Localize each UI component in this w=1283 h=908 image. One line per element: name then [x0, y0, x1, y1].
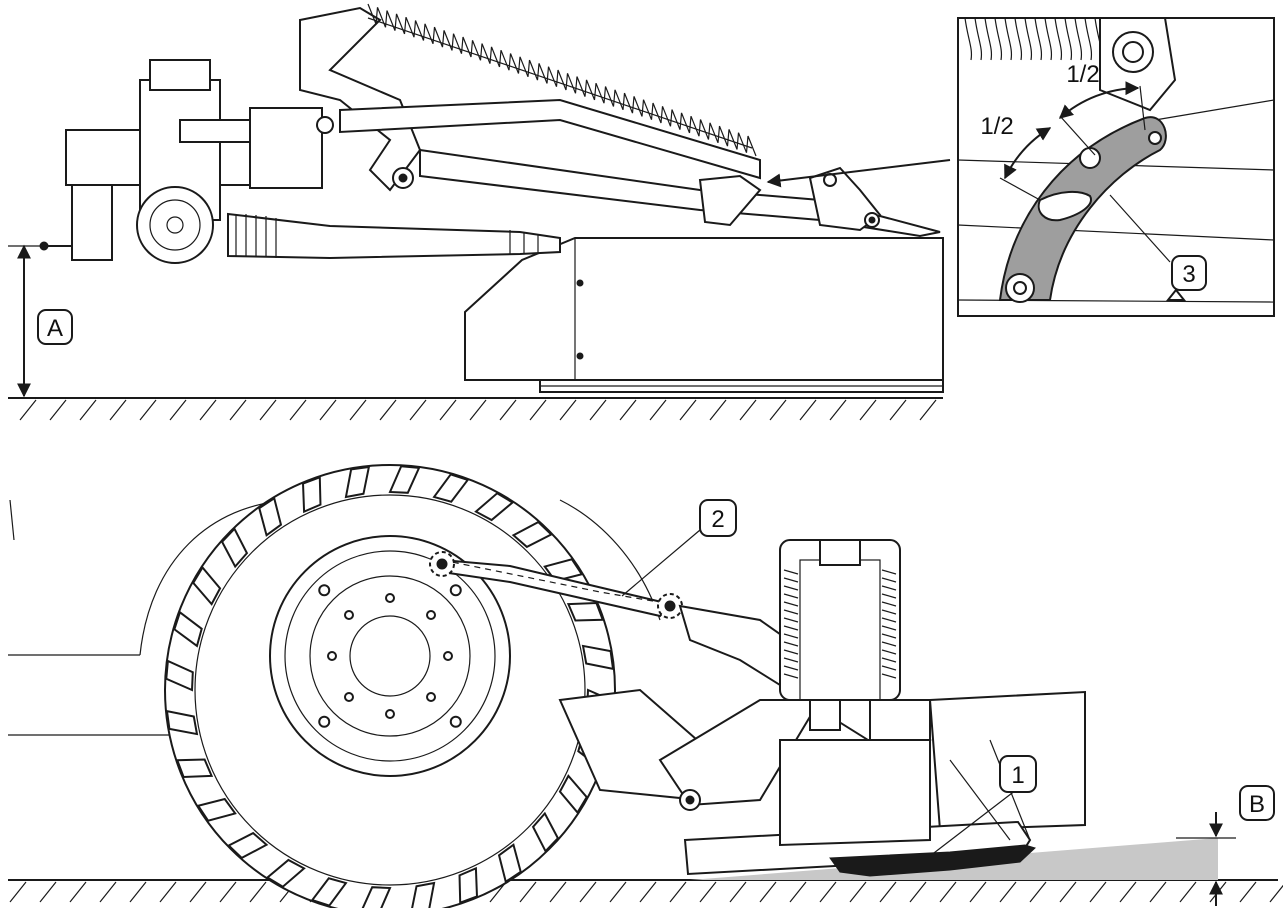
- top-link: [429, 529, 701, 619]
- ground-line-bottom: [8, 879, 1283, 903]
- callout-1: 1: [999, 755, 1037, 793]
- tension-spring: [367, 3, 757, 157]
- mower-headstock: [558, 539, 932, 811]
- callout-2: 2: [699, 499, 737, 537]
- detail-pointer: [766, 159, 951, 188]
- drive-shaft: [227, 212, 561, 260]
- svg-text:3: 3: [1182, 261, 1195, 288]
- lift-arm: [299, 6, 761, 192]
- callout-3: 3: [1171, 255, 1207, 291]
- skid-shoe: [829, 789, 1036, 877]
- svg-text:B: B: [1249, 791, 1265, 818]
- svg-text:2: 2: [711, 506, 724, 533]
- rear-linkage: [419, 148, 941, 238]
- callout-a: A: [37, 309, 73, 345]
- bottom-view: 2: [8, 464, 1283, 908]
- cutter-housing: [683, 690, 1086, 876]
- tractor-wheel: [164, 464, 616, 908]
- mower-body: [464, 237, 944, 393]
- dimension-b: [1176, 812, 1236, 906]
- svg-text:A: A: [47, 315, 63, 342]
- svg-text:1: 1: [1011, 762, 1024, 789]
- detail-inset: 1/2 1/2 3: [957, 17, 1275, 317]
- label-half-upper: 1/2: [1066, 61, 1099, 88]
- label-half-lower: 1/2: [980, 113, 1013, 140]
- top-view: A: [8, 3, 1275, 421]
- callout-b: B: [1239, 785, 1275, 821]
- headstock-frame: [39, 59, 323, 264]
- ground-line-top: [8, 397, 943, 421]
